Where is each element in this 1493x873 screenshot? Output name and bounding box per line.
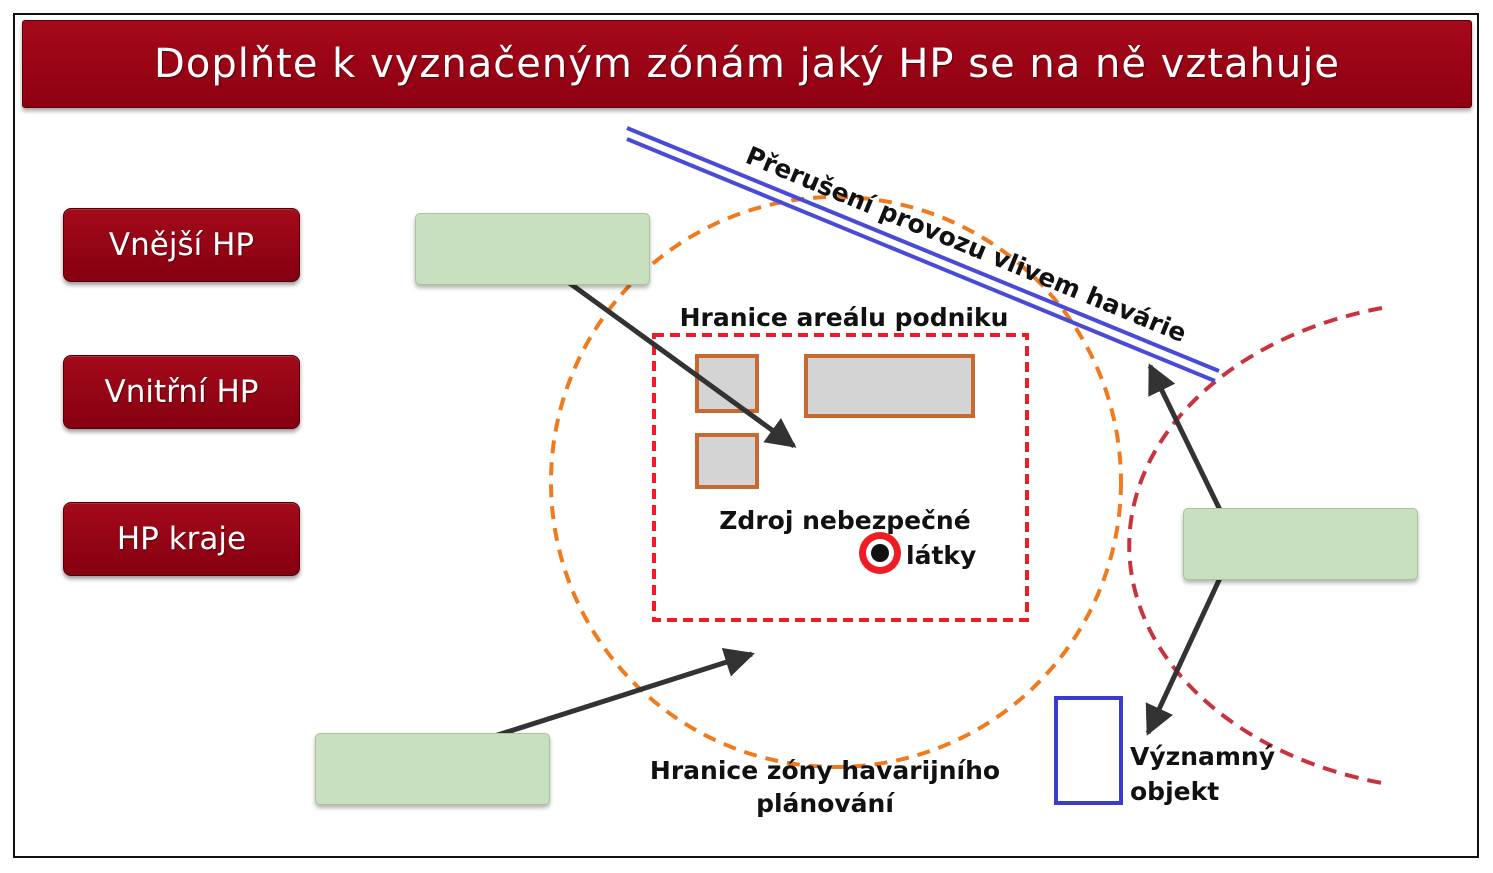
- arrow-right-to-object: [1145, 576, 1223, 736]
- region-boundary-circle: [1127, 306, 1383, 785]
- answer-button-vnejsi-hp[interactable]: Vnější HP: [63, 208, 300, 282]
- object-label-line2: objekt: [1130, 777, 1220, 806]
- drop-box-top[interactable]: [415, 213, 650, 285]
- building-2: [804, 354, 975, 418]
- drop-box-right[interactable]: [1183, 508, 1418, 580]
- arrow-bottom-to-zone: [481, 647, 755, 743]
- zone-label-line2: plánování: [756, 789, 894, 818]
- building-3: [695, 433, 759, 489]
- hazard-source-core: [871, 544, 889, 562]
- site-boundary-rect: [652, 333, 1029, 622]
- significant-object-rect: [1054, 696, 1123, 805]
- answer-label: Vnější HP: [108, 227, 255, 263]
- arrow-top-to-site: [566, 279, 797, 449]
- arrow-right-to-road: [1147, 363, 1223, 512]
- object-label-line1: Významný: [1130, 742, 1276, 771]
- road-line-1: [626, 126, 1220, 373]
- road-line-2: [626, 137, 1216, 383]
- hazard-source-label-line2: látky: [906, 541, 977, 570]
- answer-button-hp-kraje[interactable]: HP kraje: [63, 502, 300, 576]
- title-bar: Doplňte k vyznačeným zónám jaký HP se na…: [22, 20, 1472, 108]
- hazard-source-label-line1: Zdroj nebezpečné: [719, 506, 971, 535]
- answer-label: Vnitřní HP: [104, 374, 259, 410]
- zone-label-line1: Hranice zóny havarijního: [649, 756, 1001, 785]
- answer-button-vnitrni-hp[interactable]: Vnitřní HP: [63, 355, 300, 429]
- building-1: [695, 354, 759, 413]
- drop-box-bottom[interactable]: [315, 733, 550, 805]
- planning-zone-circle: [549, 195, 1123, 769]
- answer-label: HP kraje: [116, 521, 247, 557]
- site-boundary-label: Hranice areálu podniku: [679, 303, 1009, 332]
- page-title: Doplňte k vyznačeným zónám jaký HP se na…: [154, 41, 1340, 87]
